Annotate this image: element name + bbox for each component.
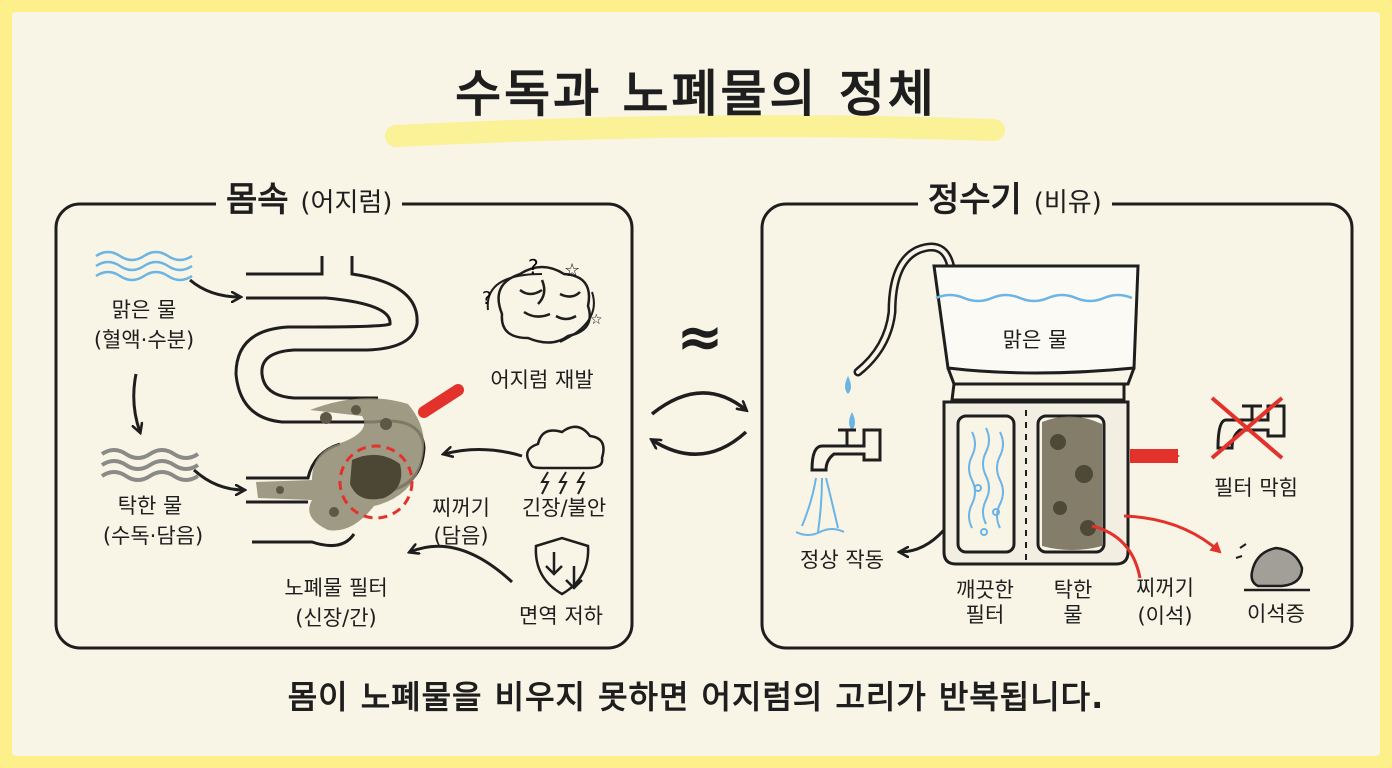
right-residue-sub-label: (이석) — [1137, 604, 1193, 628]
rock-icon — [1235, 543, 1310, 592]
dizzy-brain-icon — [486, 265, 595, 344]
clear-water-sub-label: (혈액·수분) — [93, 328, 195, 352]
tension-anxiety-label: 긴장/불안 — [521, 496, 607, 520]
residue-sub-label: (담음) — [433, 524, 489, 548]
murky-water-waves-icon — [100, 448, 200, 482]
red-cross-icon — [1210, 396, 1284, 460]
waste-filter-label: 노폐물 필터 — [284, 576, 388, 600]
tank-clear-water-label: 맑은 물 — [1002, 328, 1068, 352]
page-title: 수독과 노폐물의 정체 — [455, 65, 937, 123]
swap-arrow-bottom — [652, 430, 748, 456]
dizziness-relapse-label: 어지럼 재발 — [490, 368, 594, 392]
red-arrow-to-dizziness — [418, 384, 464, 418]
page: ? ? ☆ ☆ — [12, 12, 1380, 756]
murky-filter-label: 탁한 물 — [1053, 578, 1093, 628]
left-heading-sub: (어지럼) — [300, 188, 393, 218]
left-panel-heading: 몸속 (어지럼) — [216, 180, 403, 221]
murky-water-label: 탁한 물 — [117, 494, 183, 518]
storm-cloud-icon — [525, 425, 605, 495]
murky-water-sub-label: (수독·담음) — [102, 524, 204, 548]
star-2: ☆ — [590, 312, 603, 328]
question-mark-1: ? — [528, 255, 539, 279]
clean-filter-label: 깨끗한 필터 — [956, 578, 1014, 628]
arrow-murky-into-gut — [192, 468, 244, 490]
approx-symbol: ≈ — [676, 305, 724, 370]
murky-filter-sludge-icon — [1042, 416, 1102, 550]
red-line-to-residue — [1091, 524, 1142, 579]
star-1: ☆ — [564, 260, 580, 281]
immunity-decline-label: 면역 저하 — [519, 604, 603, 628]
normal-operation-label: 정상 작동 — [800, 548, 884, 572]
left-heading-main: 몸속 — [226, 180, 289, 220]
otolith-label: 이석증 — [1247, 602, 1305, 626]
residue-label: 찌꺼기 — [432, 496, 490, 520]
filter-clog-label: 필터 막힘 — [1214, 476, 1298, 500]
right-heading-main: 정수기 — [928, 180, 1022, 220]
faucet-icon — [810, 428, 882, 472]
question-mark-2: ? — [482, 288, 492, 309]
red-arrow-to-otolith — [1123, 514, 1222, 554]
clean-filter-water-icon — [968, 427, 1004, 536]
diagram-art: ? ? ☆ ☆ — [54, 115, 1354, 650]
water-tank-icon — [932, 264, 1140, 402]
shield-down-icon — [534, 536, 590, 596]
right-panel-heading: 정수기 (비유) — [918, 180, 1112, 221]
arrow-clear-to-murky — [134, 373, 140, 432]
clear-water-waves-icon — [95, 250, 193, 282]
title-highlight — [385, 115, 1005, 147]
waste-filter-sub-label: (신장/간) — [295, 606, 377, 630]
right-residue-label: 찌꺼기 — [1136, 576, 1194, 600]
footer-caption: 몸이 노폐물을 비우지 못하면 어지럼의 고리가 반복됩니다. — [287, 678, 1105, 716]
sludge-icon — [256, 398, 424, 531]
arrow-tension-to-gut — [444, 449, 523, 456]
arrow-clear-into-gut — [189, 278, 240, 297]
swap-arrow-top — [650, 391, 746, 416]
faucet-water-stream-icon — [795, 477, 845, 536]
residue-highlight-circle — [338, 444, 414, 520]
clear-water-label: 맑은 물 — [111, 298, 177, 322]
arrow-to-normal-operation — [900, 528, 946, 552]
water-drop-icon — [845, 376, 851, 394]
right-heading-sub: (비유) — [1033, 188, 1102, 218]
arrow-immunity-to-filter — [410, 546, 514, 584]
